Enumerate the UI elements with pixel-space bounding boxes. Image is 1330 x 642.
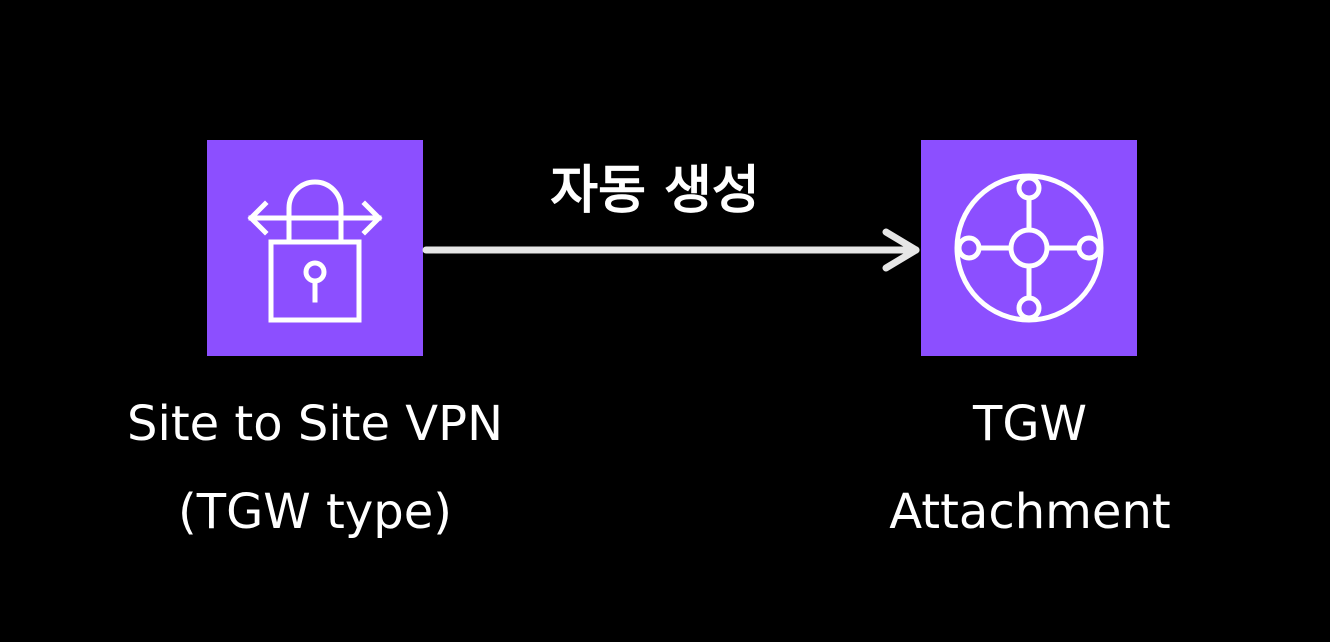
vpn-caption: Site to Site VPN (TGW type)	[100, 380, 530, 556]
vpn-caption-line2: (TGW type)	[178, 484, 452, 540]
transit-gateway-icon	[921, 140, 1137, 356]
tgw-caption-line1: TGW	[973, 396, 1087, 452]
tgw-node-background	[921, 140, 1137, 356]
vpn-lock-icon	[207, 140, 423, 356]
auto-create-arrow	[422, 228, 920, 272]
tgw-caption: TGW Attachment	[860, 380, 1200, 556]
vpn-node	[207, 140, 423, 356]
vpn-node-background	[207, 140, 423, 356]
tgw-node	[921, 140, 1137, 356]
arrow-head	[882, 228, 920, 272]
tgw-caption-line2: Attachment	[889, 484, 1171, 540]
edge-label: 자동 생성	[550, 161, 760, 221]
vpn-caption-line1: Site to Site VPN	[127, 396, 503, 452]
